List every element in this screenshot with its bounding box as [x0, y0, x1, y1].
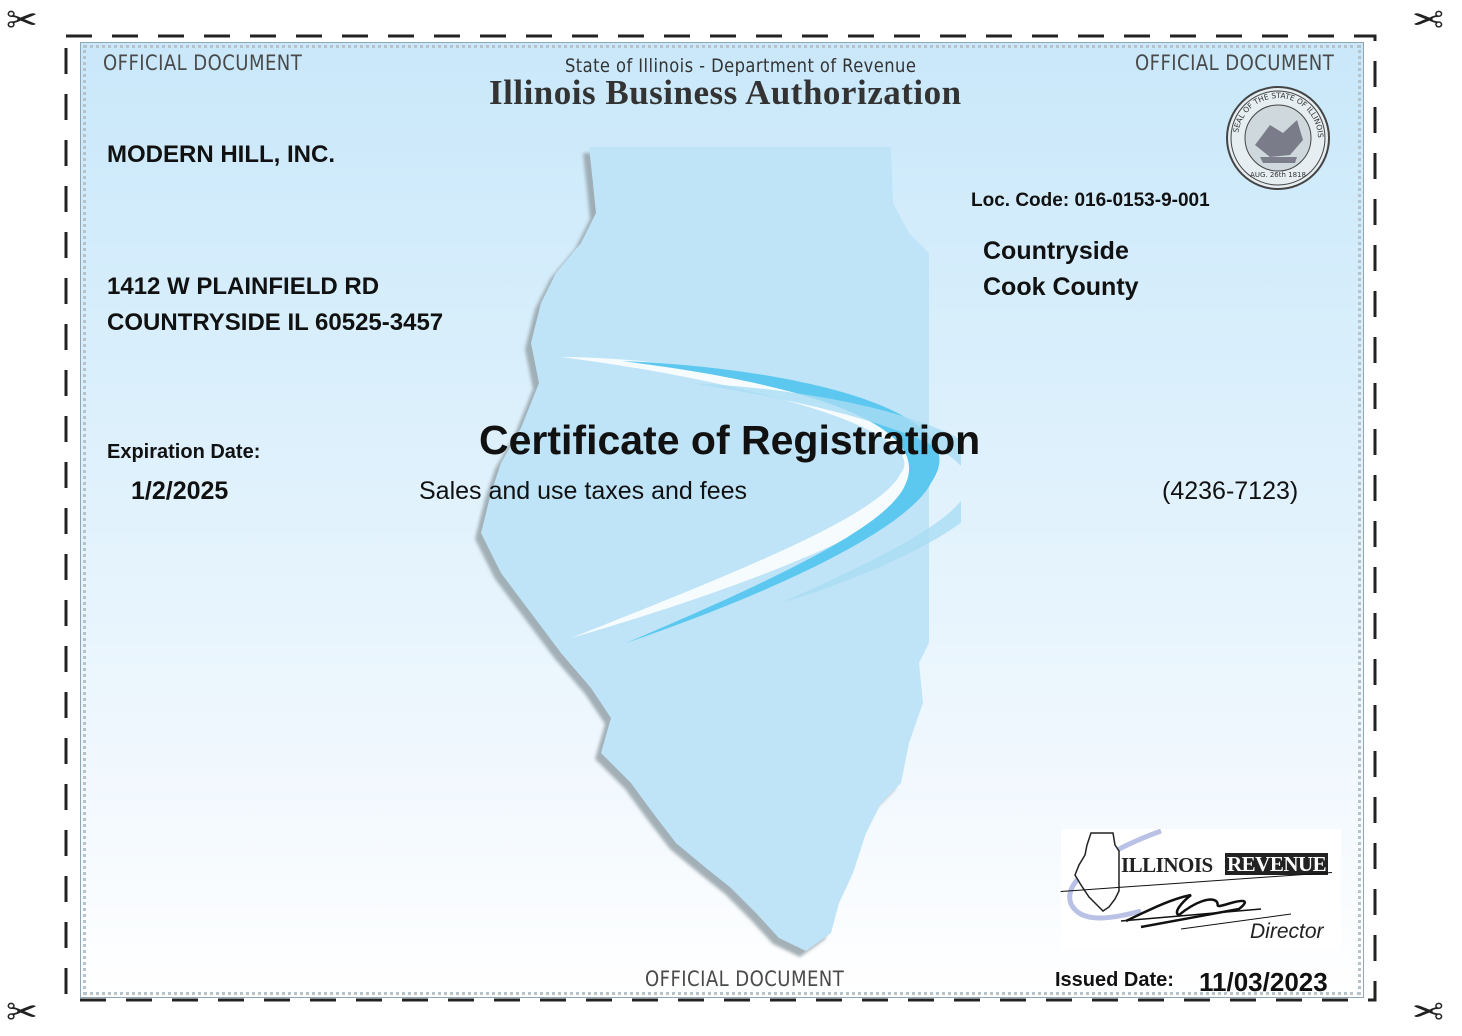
location-city: Countryside — [983, 237, 1129, 265]
business-name: MODERN HILL, INC. — [107, 141, 335, 168]
illinois-outline-icon — [1067, 829, 1292, 930]
issued-date-label: Issued Date: — [1055, 969, 1174, 991]
illinois-revenue-logo-block: ILLINOIS REVENUE Director — [1060, 829, 1341, 949]
location-code: Loc. Code: 016-0153-9-001 — [971, 190, 1210, 211]
certificate-title: Certificate of Registration — [479, 417, 981, 463]
scissors-icon: ✂ — [1412, 0, 1444, 42]
address-line-2: COUNTRYSIDE IL 60525-3457 — [107, 309, 444, 336]
director-title: Director — [1250, 920, 1324, 943]
official-document-label-left: OFFICIAL DOCUMENT — [103, 51, 303, 75]
illinois-map-background — [481, 147, 961, 951]
official-document-label-right: OFFICIAL DOCUMENT — [1135, 51, 1335, 75]
scissors-icon: ✂ — [6, 992, 38, 1034]
logo-revenue-text: REVENUE — [1225, 852, 1329, 876]
official-document-label-bottom: OFFICIAL DOCUMENT — [645, 967, 845, 991]
cut-line-border — [64, 34, 1377, 1002]
seal-date-text: AUG. 26th 1818 — [1250, 171, 1306, 179]
state-seal-icon: SEAL OF THE STATE OF ILLINOIS AUG. 26th … — [1226, 86, 1330, 190]
expiration-date: 1/2/2025 — [131, 477, 229, 505]
scissors-icon: ✂ — [1412, 992, 1444, 1034]
location-county: Cook County — [983, 273, 1139, 301]
logo-illinois-text: ILLINOIS — [1121, 853, 1213, 877]
account-number: (4236-7123) — [1162, 477, 1299, 505]
certificate-panel: OFFICIAL DOCUMENT OFFICIAL DOCUMENT Stat… — [80, 42, 1364, 998]
address-line-1: 1412 W PLAINFIELD RD — [107, 273, 380, 300]
expiration-label: Expiration Date: — [107, 441, 261, 463]
state-department-line: State of Illinois - Department of Revenu… — [565, 55, 917, 77]
tax-type: Sales and use taxes and fees — [419, 477, 748, 505]
scissors-icon: ✂ — [6, 0, 38, 42]
page-title: Illinois Business Authorization — [489, 73, 962, 112]
issued-date: 11/03/2023 — [1199, 967, 1328, 997]
